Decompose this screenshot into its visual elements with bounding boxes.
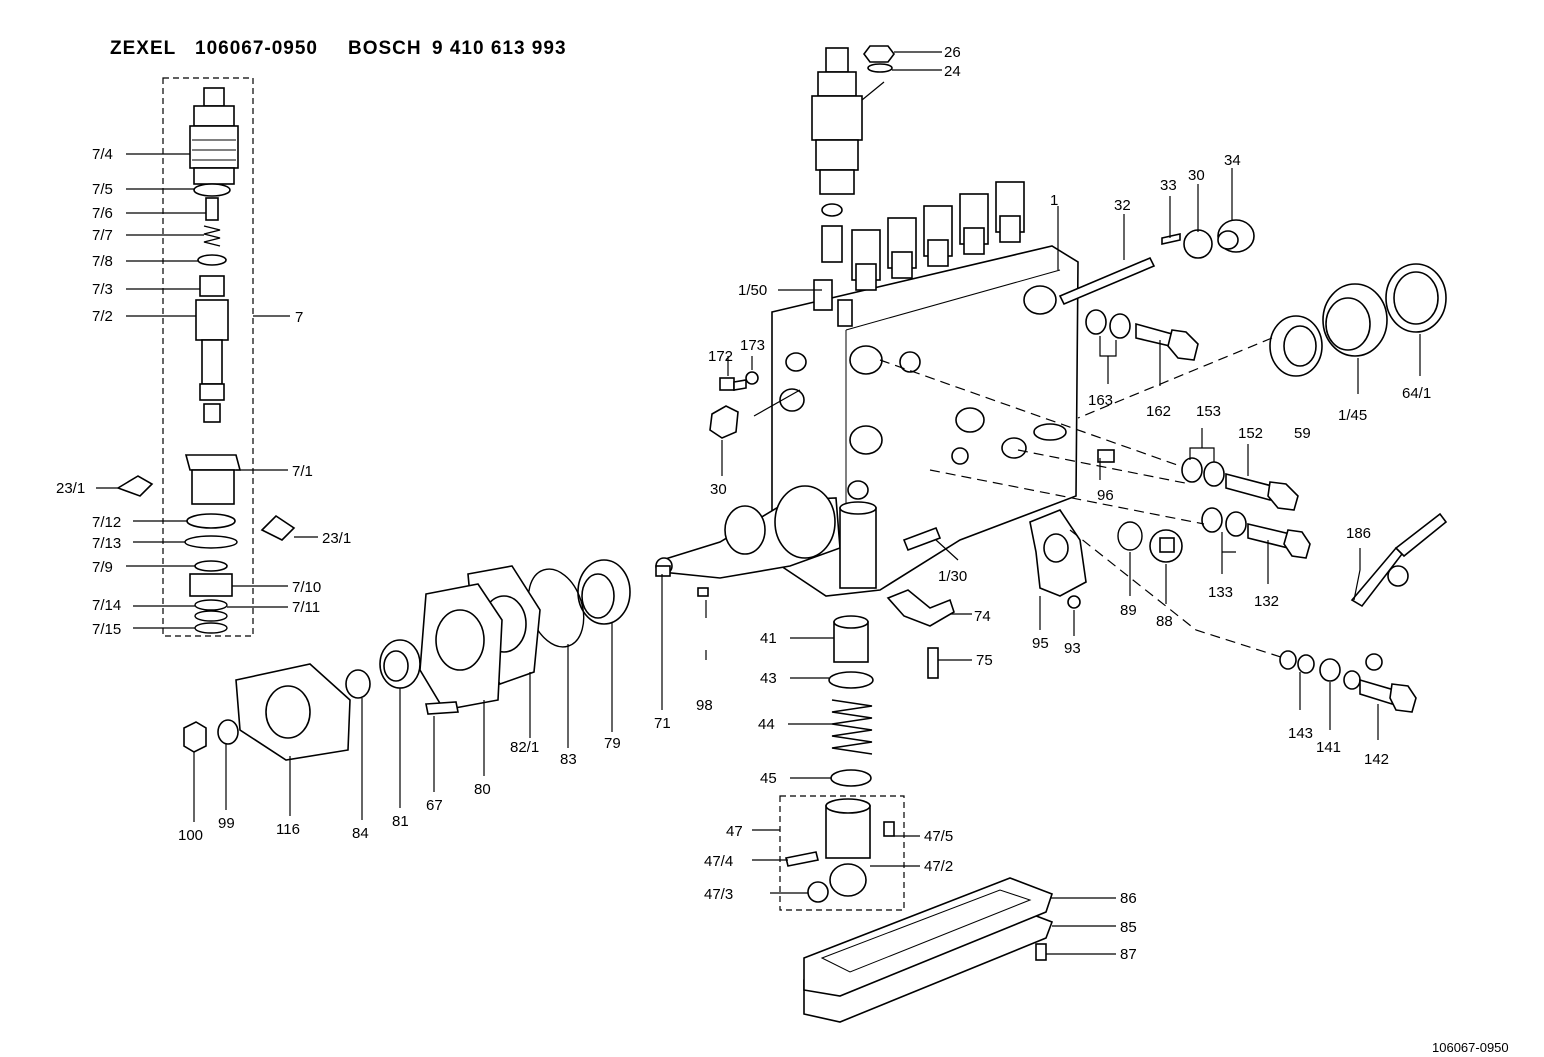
- callout-89: 89: [1120, 602, 1137, 619]
- callout-7-4: 7/4: [92, 146, 113, 163]
- leaders-right: [721, 168, 1421, 740]
- callout-7: 7: [295, 309, 303, 326]
- callout-173: 173: [740, 337, 765, 354]
- callout-26: 26: [944, 44, 961, 61]
- callout-47-2: 47/2: [924, 858, 953, 875]
- callout-7-13: 7/13: [92, 535, 121, 552]
- callout-1: 1: [1050, 192, 1058, 209]
- assembly-7-dashed-box: [162, 77, 254, 637]
- callout-163: 163: [1088, 392, 1113, 409]
- clip-23-1-right: [260, 514, 296, 541]
- callout-81: 81: [392, 813, 409, 830]
- callout-7-1: 7/1: [292, 463, 313, 480]
- assembly-47-dashed-box: [779, 795, 905, 911]
- callout-116: 116: [276, 821, 300, 838]
- callout-143: 143: [1288, 725, 1313, 742]
- callout-74: 74: [974, 608, 991, 625]
- callout-142: 142: [1364, 751, 1389, 768]
- callout-43: 43: [760, 670, 777, 687]
- callout-80: 80: [474, 781, 491, 798]
- callout-141: 141: [1316, 739, 1341, 756]
- callout-7-3: 7/3: [92, 281, 113, 298]
- callout-33: 33: [1160, 177, 1177, 194]
- callout-75: 75: [976, 652, 993, 669]
- callout-99: 99: [218, 815, 235, 832]
- clip-23-1-left: [116, 475, 154, 497]
- callout-64-1: 64/1: [1402, 385, 1431, 402]
- leaders-tappet: [752, 637, 920, 894]
- title-brand-zexel: ZEXEL: [110, 38, 176, 59]
- callout-47-5: 47/5: [924, 828, 953, 845]
- callout-7-15: 7/15: [92, 621, 121, 638]
- footer-part-number: 106067-0950: [1432, 1040, 1509, 1055]
- delivery-valve-assembly-drawing: [116, 77, 296, 637]
- callout-7-9: 7/9: [92, 559, 113, 576]
- callout-93: 93: [1064, 640, 1081, 657]
- callout-7-7: 7/7: [92, 227, 113, 244]
- callout-186: 186: [1346, 525, 1371, 542]
- callout-labels: 26 24 1 32 33 30 34 1/50 173 172 163 162…: [56, 44, 1431, 963]
- leaders-left: [96, 153, 318, 629]
- callout-84: 84: [352, 825, 369, 842]
- callout-79: 79: [604, 735, 621, 752]
- callout-162: 162: [1146, 403, 1171, 420]
- title-part-number-bosch: 9 410 613 993: [432, 38, 567, 59]
- callout-23-1-right: 23/1: [322, 530, 351, 547]
- callout-71: 71: [654, 715, 671, 732]
- bottom-cover-drawing: [803, 877, 1054, 1023]
- leaders-lower-middle: [193, 574, 707, 822]
- callout-47-3: 47/3: [704, 886, 733, 903]
- callout-59: 59: [1294, 425, 1311, 442]
- callout-47-4: 47/4: [704, 853, 733, 870]
- callout-7-2: 7/2: [92, 308, 113, 325]
- callout-132: 132: [1254, 593, 1279, 610]
- callout-47: 47: [726, 823, 743, 840]
- injector-holder-drawing: [811, 45, 895, 195]
- callout-83: 83: [560, 751, 577, 768]
- callout-7-11: 7/11: [292, 599, 320, 616]
- callout-23-1-left: 23/1: [56, 480, 85, 497]
- callout-100: 100: [178, 827, 203, 844]
- callout-86: 86: [1120, 890, 1137, 907]
- title-brand-bosch: BOSCH: [348, 38, 422, 59]
- callout-153: 153: [1196, 403, 1221, 420]
- callout-96: 96: [1097, 487, 1114, 504]
- diagram-title: ZEXEL 106067-0950 BOSCH 9 410 613 993: [110, 38, 567, 59]
- callout-1-50: 1/50: [738, 282, 767, 299]
- callout-95: 95: [1032, 635, 1049, 652]
- leaders-bottom: [1046, 897, 1116, 955]
- leaders-top: [861, 51, 942, 101]
- callout-34: 34: [1224, 152, 1241, 169]
- callout-98: 98: [696, 697, 713, 714]
- callout-7-14: 7/14: [92, 597, 121, 614]
- callout-133: 133: [1208, 584, 1233, 601]
- callout-152: 152: [1238, 425, 1263, 442]
- callout-30-lower: 30: [710, 481, 727, 498]
- callout-24: 24: [944, 63, 961, 80]
- callout-85: 85: [1120, 919, 1137, 936]
- callout-7-5: 7/5: [92, 181, 113, 198]
- title-part-number-zexel: 106067-0950: [195, 38, 318, 59]
- callout-87: 87: [1120, 946, 1137, 963]
- callout-67: 67: [426, 797, 443, 814]
- callout-7-8: 7/8: [92, 253, 113, 270]
- callout-45: 45: [760, 770, 777, 787]
- callout-7-10: 7/10: [292, 579, 321, 596]
- camshaft-end-parts-drawing: [183, 559, 709, 761]
- callout-7-12: 7/12: [92, 514, 121, 531]
- callout-172: 172: [708, 348, 733, 365]
- callout-88: 88: [1156, 613, 1173, 630]
- callout-1-45: 1/45: [1338, 407, 1367, 424]
- tappet-stack-drawing: [779, 615, 905, 911]
- callout-32: 32: [1114, 197, 1131, 214]
- pump-housing-drawing: [655, 181, 1079, 597]
- callout-7-6: 7/6: [92, 205, 113, 222]
- callout-30-upper: 30: [1188, 167, 1205, 184]
- callout-1-30: 1/30: [938, 568, 967, 585]
- callout-82-1: 82/1: [510, 739, 539, 756]
- callout-44: 44: [758, 716, 775, 733]
- callout-41: 41: [760, 630, 777, 647]
- upper-right-parts-drawing: [709, 219, 1448, 713]
